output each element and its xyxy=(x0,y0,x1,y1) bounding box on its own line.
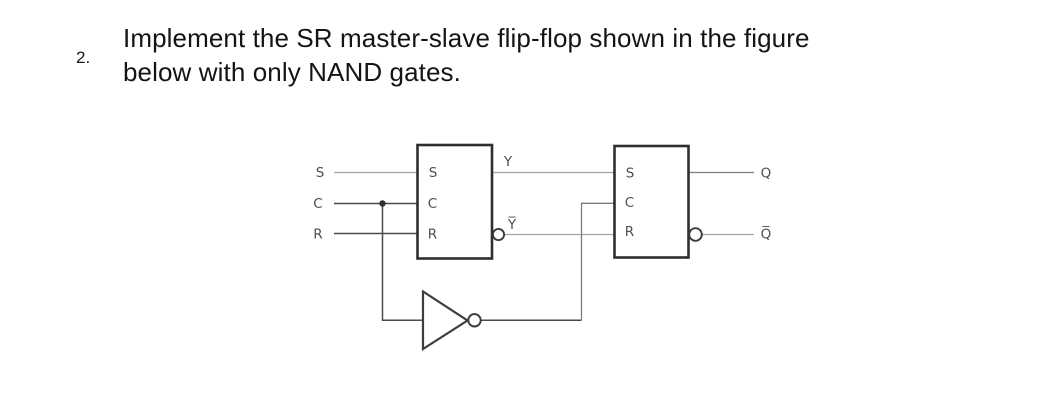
question-number: 2. xyxy=(76,48,91,67)
input-label-s: S xyxy=(316,165,325,181)
slave-pin-label-s: S xyxy=(626,166,635,182)
junction-dot xyxy=(379,200,386,207)
output-label-q: Q xyxy=(761,166,772,182)
input-label-c: C xyxy=(313,196,322,212)
slave-pin-label-r: R xyxy=(625,224,634,240)
question-text-line-1: Implement the SR master-slave flip-flop … xyxy=(123,23,810,53)
question-text: Implement the SR master-slave flip-flop … xyxy=(123,22,810,89)
master-pin-label-c: C xyxy=(428,196,437,212)
master-pin-label-r: R xyxy=(428,227,437,243)
qbar-bubble-icon xyxy=(688,227,703,242)
question-text-line-2: below with only NAND gates. xyxy=(123,56,461,87)
wire-inverted-clock-to-slave-c xyxy=(580,202,615,321)
output-label-qbar: Q̅ xyxy=(761,225,772,242)
inverter-gate xyxy=(421,289,470,352)
ybar-bubble-icon xyxy=(491,227,506,242)
signal-label-ybar: Y̅ xyxy=(507,216,517,233)
master-pin-label-s: S xyxy=(429,165,438,181)
input-label-r: R xyxy=(313,227,322,243)
slave-latch-block xyxy=(613,144,690,259)
signal-label-y: Y xyxy=(503,154,513,170)
inverter-bubble-icon xyxy=(467,313,482,328)
master-latch-block xyxy=(416,143,494,260)
slave-pin-label-c: C xyxy=(625,195,634,211)
wire-clock-to-inverter xyxy=(381,203,422,322)
